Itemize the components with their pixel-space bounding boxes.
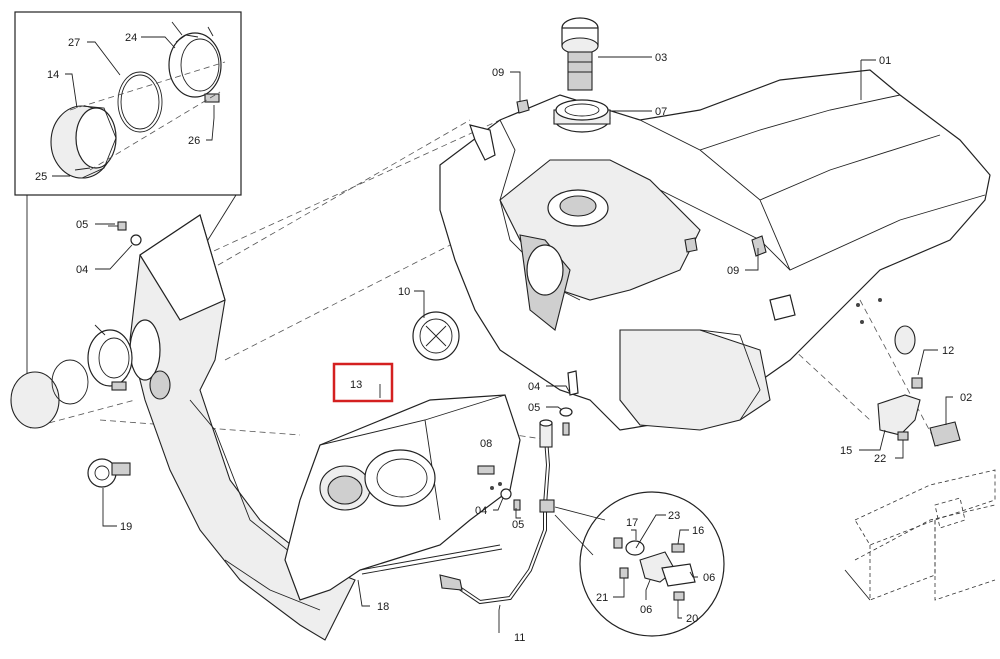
callout-05: 05: [76, 219, 88, 231]
callout-04: 04: [528, 381, 540, 393]
callout-07: 07: [655, 106, 667, 118]
cover-10: [412, 311, 460, 361]
callout-04: 04: [475, 505, 487, 517]
relay-block: [929, 421, 961, 447]
highlight-box: [332, 362, 394, 403]
clamp-detail: [554, 491, 725, 637]
callout-labels: 01 03 07 09 09 10 13 12 02 15 22 04 05 0…: [35, 32, 972, 644]
callout-15: 15: [840, 445, 852, 457]
headlight-detail-inset: [14, 11, 242, 378]
callout-06: 06: [640, 604, 652, 616]
callout-12: 12: [942, 345, 954, 357]
callout-08: 08: [480, 438, 492, 450]
callout-09: 09: [727, 265, 739, 277]
callout-05: 05: [528, 402, 540, 414]
callout-21: 21: [596, 592, 608, 604]
part-19: [87, 458, 131, 488]
callout-09: 09: [492, 67, 504, 79]
callout-22: 22: [874, 453, 886, 465]
headlamp-left: [10, 324, 133, 429]
callout-25: 25: [35, 171, 47, 183]
callout-14: 14: [47, 69, 59, 81]
callout-06: 06: [703, 572, 715, 584]
callout-18: 18: [377, 601, 389, 613]
callout-20: 20: [686, 613, 698, 625]
fuel-tank: [439, 69, 991, 431]
callout-13: 13: [350, 379, 362, 391]
callout-03: 03: [655, 52, 667, 64]
fuel-pipe: [359, 419, 555, 605]
callout-16: 16: [692, 525, 704, 537]
callout-02: 02: [960, 392, 972, 404]
chassis-frame: [844, 469, 996, 601]
callout-17: 17: [626, 517, 638, 529]
filler-ring: [553, 99, 611, 133]
callout-27: 27: [68, 37, 80, 49]
filler-cap: [561, 17, 599, 91]
leader-lines: [52, 36, 953, 633]
callout-01: 01: [879, 55, 891, 67]
callout-04: 04: [76, 264, 88, 276]
callout-23: 23: [668, 510, 680, 522]
callout-10: 10: [398, 286, 410, 298]
hood-13: [284, 394, 521, 601]
callout-19: 19: [120, 521, 132, 533]
bolt-09: [516, 99, 530, 114]
callout-11: 11: [514, 632, 525, 644]
callout-05: 05: [512, 519, 524, 531]
small-hardware: [108, 221, 579, 511]
callout-24: 24: [125, 32, 137, 44]
callout-26: 26: [188, 135, 200, 147]
mount-bracket: [877, 377, 923, 441]
